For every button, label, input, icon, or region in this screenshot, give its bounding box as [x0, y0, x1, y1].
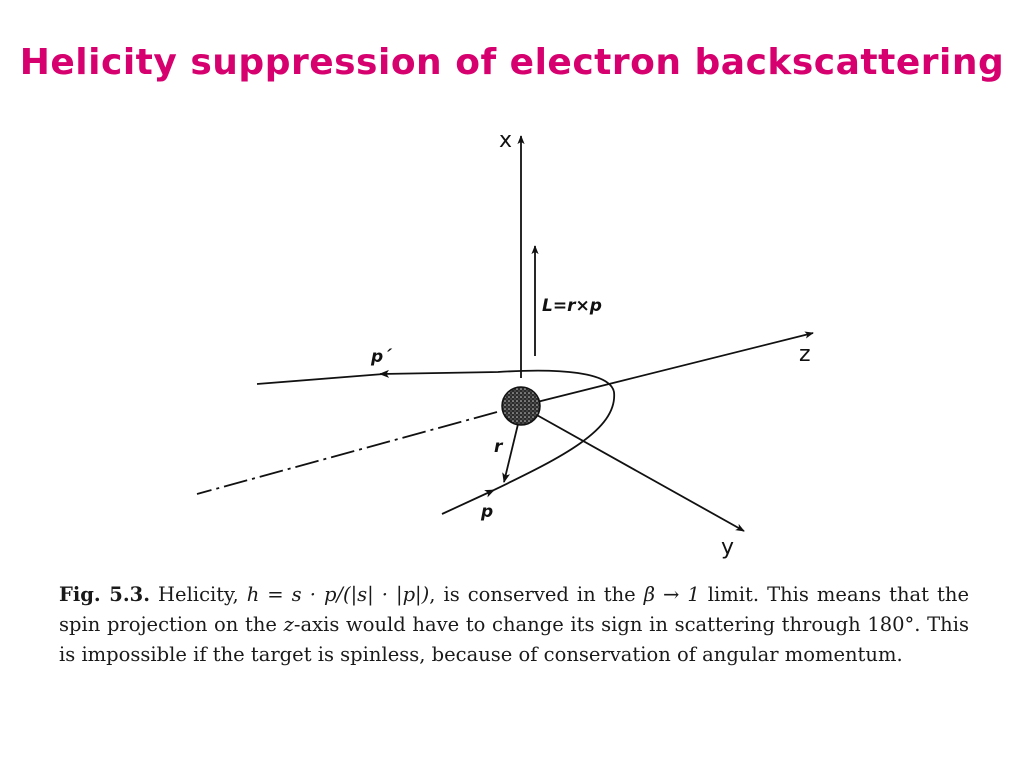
incoming-momentum-label: p	[480, 502, 493, 522]
incoming-trajectory	[441, 489, 495, 515]
position-vector-label: r	[494, 437, 504, 457]
y-axis	[534, 413, 745, 532]
figure-caption: Fig. 5.3. Helicity, h = s · p/(|s| · |p|…	[59, 580, 969, 670]
z-axis-negative	[196, 411, 498, 495]
caption-text-1: Helicity,	[158, 583, 247, 606]
outgoing-momentum-label: p´	[370, 347, 393, 367]
caption-text-3: limit. This means that the spin projecti…	[59, 583, 969, 636]
outgoing-trajectory	[256, 373, 385, 385]
helicity-formula: h = s · p/(|s| · |p|)	[246, 583, 430, 606]
z-axis-label: z	[799, 342, 811, 367]
z-axis-reference: z	[283, 613, 294, 636]
beta-limit: β → 1	[643, 583, 700, 606]
figure-number: Fig. 5.3.	[59, 583, 151, 606]
position-vector	[502, 419, 520, 483]
x-axis-label: x	[499, 128, 512, 153]
z-axis	[520, 331, 814, 407]
slide-title: Helicity suppression of electron backsca…	[19, 42, 1005, 83]
target-nucleus	[501, 386, 541, 426]
caption-text-4: -axis would have to change its sign in s…	[59, 613, 969, 666]
caption-text-2: , is conserved in the	[429, 583, 644, 606]
y-axis-label: y	[721, 535, 734, 560]
scattering-trajectory	[379, 369, 615, 491]
angular-momentum-label: L=r×p	[542, 296, 602, 316]
